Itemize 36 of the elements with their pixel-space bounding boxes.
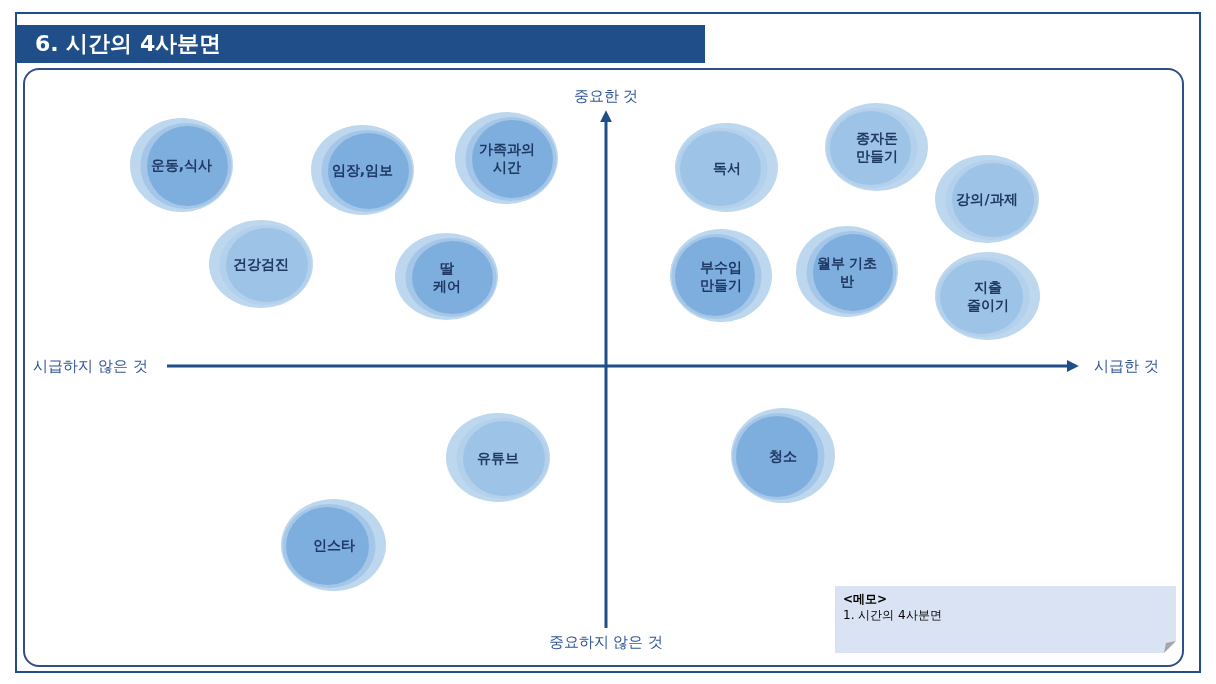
axis-label: 중요한 것 (572, 87, 640, 105)
bubble-label: 유튜브 (476, 448, 520, 467)
bubble (675, 123, 778, 212)
bubble-label: 강의/과제 (955, 190, 1019, 208)
bubble-label: 딸 케어 (431, 258, 462, 295)
bubble-label: 임장,임보 (330, 161, 395, 179)
bubble (209, 220, 313, 308)
bubble (311, 125, 414, 215)
bubble (935, 252, 1040, 340)
bubble (281, 499, 386, 591)
bubble (446, 413, 550, 502)
bubble (825, 103, 928, 191)
title-bar: 6. 시간의 4사분면 (17, 25, 705, 63)
bubble-label: 청소 (768, 446, 798, 465)
bubble-label: 건강검진 (232, 255, 290, 273)
bubble (796, 226, 898, 317)
bubble-label: 지출 줄이기 (965, 278, 1010, 314)
bubble-label: 가족과의 시간 (477, 140, 536, 176)
bubble-label: 운동,식사 (149, 156, 214, 174)
memo-heading: <메모> (843, 591, 889, 607)
bubble (455, 112, 558, 204)
bubble-label: 독서 (711, 158, 742, 177)
bubble-label: 부수입 만들기 (699, 257, 743, 294)
axis-label: 시급한 것 (1094, 357, 1159, 375)
bubble (935, 155, 1039, 243)
axis-label: 시급하지 않은 것 (33, 357, 148, 375)
bubble (731, 408, 835, 503)
bubble-label: 종자돈 만들기 (854, 129, 899, 165)
memo-note (835, 586, 1176, 653)
bubble (130, 118, 233, 212)
bubble-label: 월부 기초반 (815, 253, 879, 290)
bubble (670, 229, 772, 322)
bubble (395, 233, 498, 320)
bubble-label: 인스타 (311, 536, 356, 554)
axis-label: 중요하지 않은 것 (547, 633, 665, 651)
memo-item: 1. 시간의 4사분면 (843, 607, 943, 623)
